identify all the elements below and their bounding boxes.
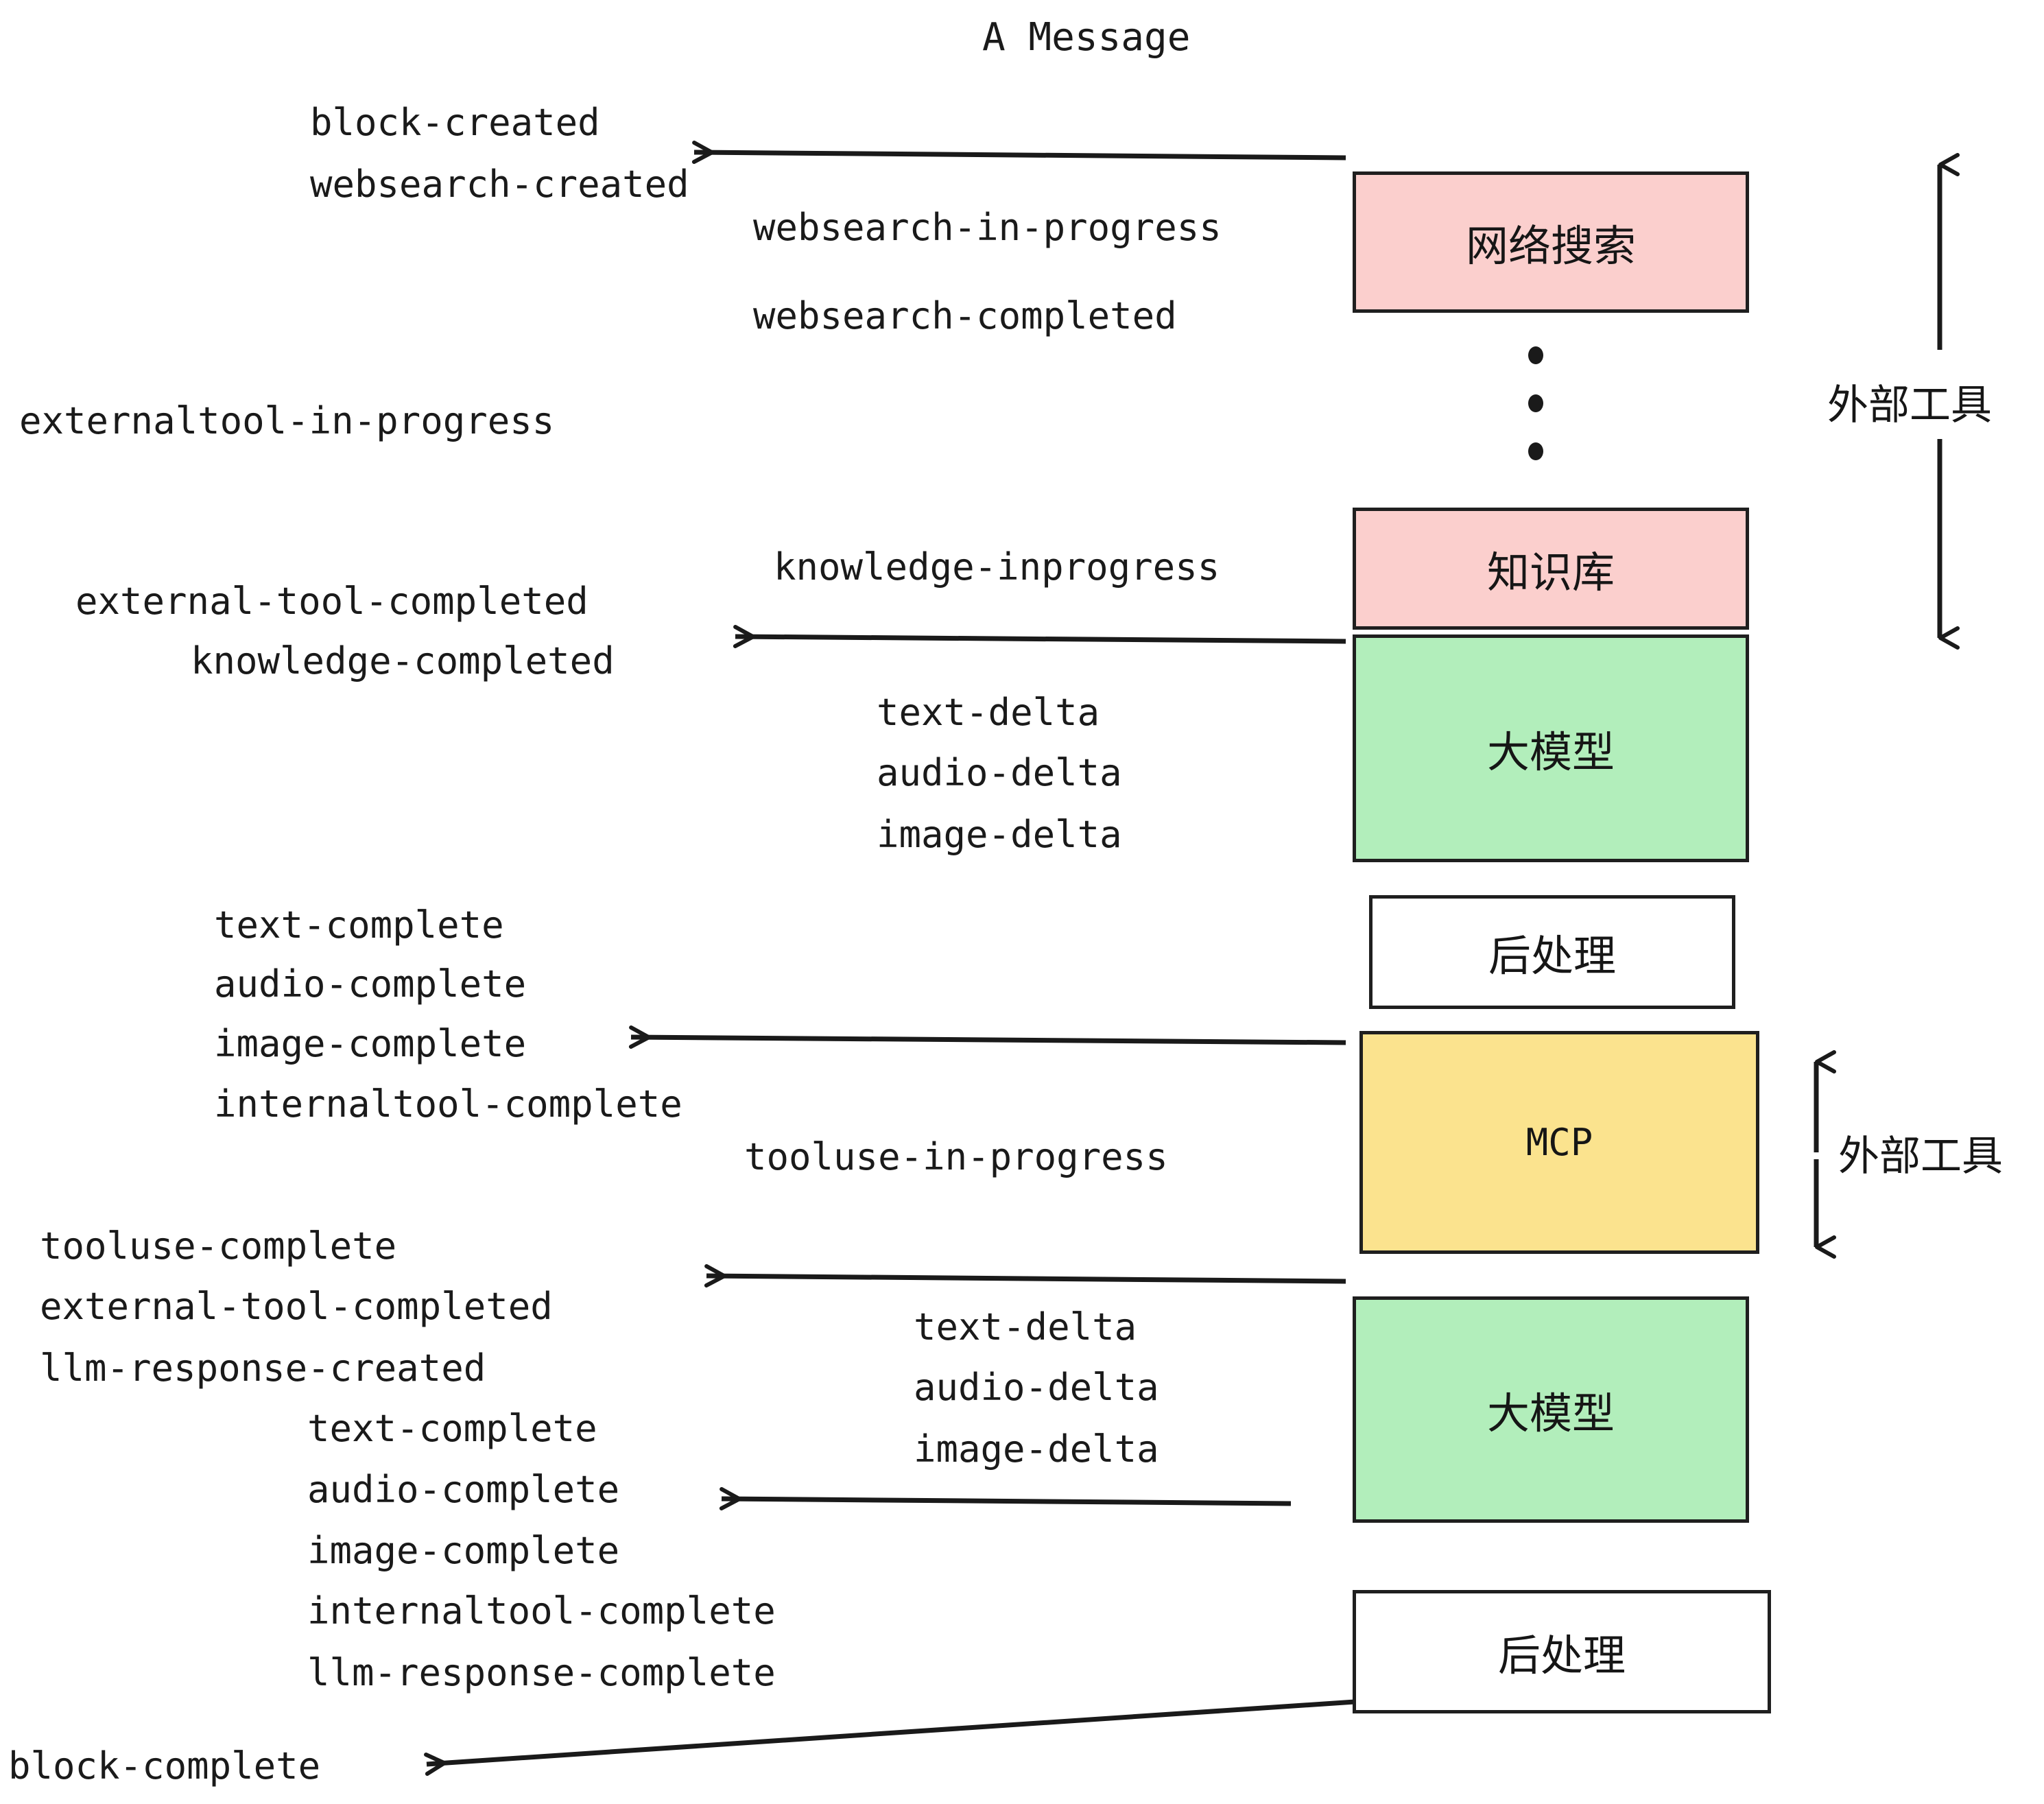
event-websearch-in-progress: websearch-in-progress bbox=[753, 206, 1222, 249]
event-internaltool-complete-2: internaltool-complete bbox=[307, 1589, 776, 1633]
node-postprocess-bottom-label: 后处理 bbox=[1497, 1630, 1626, 1681]
event-block-created: block-created bbox=[310, 101, 600, 144]
node-mcp[interactable]: MCP bbox=[1359, 1031, 1759, 1254]
node-llm-top[interactable]: 大模型 bbox=[1353, 634, 1749, 862]
event-text-delta-1: text-delta bbox=[877, 691, 1100, 734]
event-tooluse-in-progress: tooluse-in-progress bbox=[744, 1135, 1168, 1178]
event-llm-response-complete: llm-response-complete bbox=[307, 1651, 776, 1694]
event-image-complete-2: image-complete bbox=[307, 1529, 620, 1572]
event-block-complete: block-complete bbox=[8, 1744, 321, 1788]
event-audio-complete-2: audio-complete bbox=[307, 1468, 620, 1511]
event-image-delta-2: image-delta bbox=[914, 1427, 1159, 1471]
arrow-knowledge-to-completed bbox=[733, 625, 1346, 648]
vertical-ellipsis bbox=[1528, 346, 1543, 460]
event-tooluse-complete: tooluse-complete bbox=[40, 1224, 397, 1268]
external-tool-label-top: 外部工具 bbox=[1825, 370, 1995, 433]
external-tool-label-bottom: 外部工具 bbox=[1835, 1121, 2006, 1184]
event-knowledge-inprogress: knowledge-inprogress bbox=[774, 545, 1220, 589]
node-mcp-label: MCP bbox=[1525, 1121, 1593, 1164]
event-internaltool-complete-1: internaltool-complete bbox=[214, 1082, 682, 1126]
event-audio-complete-1: audio-complete bbox=[214, 962, 527, 1006]
arrow-postprocess-to-image-complete bbox=[628, 1025, 1346, 1049]
arrow-postprocess-to-block-complete bbox=[424, 1698, 1366, 1776]
event-externaltool-in-progress: externaltool-in-progress bbox=[19, 399, 555, 442]
event-audio-delta-2: audio-delta bbox=[914, 1366, 1159, 1409]
ellipsis-dot bbox=[1528, 442, 1543, 460]
event-knowledge-completed: knowledge-completed bbox=[191, 639, 615, 683]
ellipsis-dot bbox=[1528, 394, 1543, 412]
node-websearch[interactable]: 网络搜索 bbox=[1353, 171, 1749, 313]
page-title: A Message bbox=[982, 15, 1191, 60]
node-postprocess-bottom[interactable]: 后处理 bbox=[1353, 1590, 1771, 1713]
node-llm-bottom[interactable]: 大模型 bbox=[1353, 1296, 1749, 1523]
node-postprocess-top[interactable]: 后处理 bbox=[1369, 895, 1735, 1009]
event-image-complete-1: image-complete bbox=[214, 1022, 527, 1065]
node-knowledge-label: 知识库 bbox=[1486, 547, 1615, 597]
event-text-delta-2: text-delta bbox=[914, 1305, 1137, 1349]
node-llm-top-label: 大模型 bbox=[1486, 727, 1615, 777]
arrow-mcp-to-tooluse-complete bbox=[704, 1264, 1346, 1287]
node-websearch-label: 网络搜索 bbox=[1465, 221, 1636, 271]
node-postprocess-top-label: 后处理 bbox=[1488, 931, 1616, 981]
event-external-tool-completed-2: external-tool-completed bbox=[40, 1285, 553, 1328]
event-text-complete-1: text-complete bbox=[214, 903, 504, 947]
event-external-tool-completed-1: external-tool-completed bbox=[75, 580, 589, 623]
event-audio-delta-1: audio-delta bbox=[877, 751, 1122, 794]
arrow-websearch-to-created bbox=[691, 141, 1346, 164]
node-knowledge[interactable]: 知识库 bbox=[1353, 508, 1749, 630]
node-llm-bottom-label: 大模型 bbox=[1486, 1388, 1615, 1438]
arrow-llm-to-audio-complete bbox=[719, 1487, 1292, 1510]
event-text-complete-2: text-complete bbox=[307, 1407, 597, 1450]
ellipsis-dot bbox=[1528, 346, 1543, 364]
event-llm-response-created: llm-response-created bbox=[40, 1346, 486, 1390]
event-websearch-created: websearch-created bbox=[310, 163, 689, 206]
event-websearch-completed: websearch-completed bbox=[753, 294, 1177, 337]
event-image-delta-1: image-delta bbox=[877, 813, 1122, 856]
